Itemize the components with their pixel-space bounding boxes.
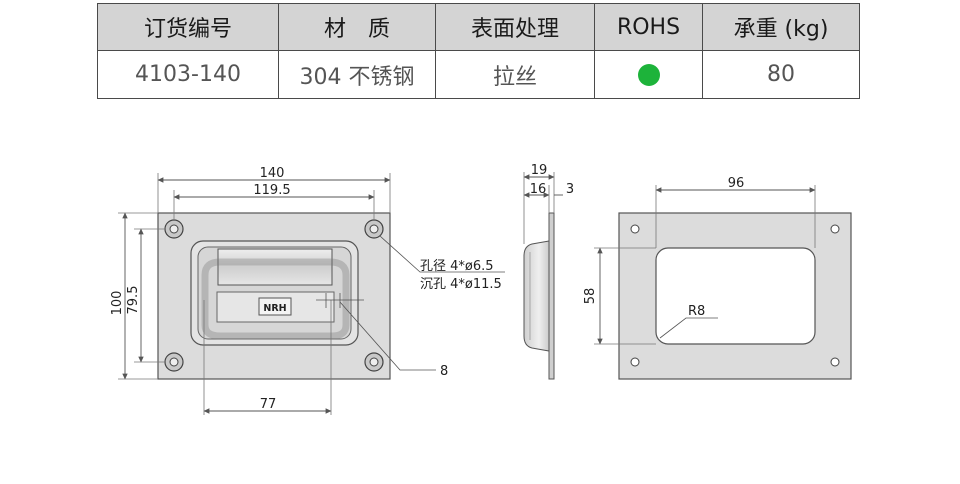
front-view: NRH 140 119.5 100 79.5 77 孔径 4*ø6.5 沉孔 4… bbox=[110, 166, 505, 415]
radius-leader-line bbox=[659, 317, 718, 339]
header-rohs: ROHS bbox=[594, 3, 703, 51]
cutout-opening bbox=[655, 247, 816, 345]
rohs-status-dot-icon bbox=[637, 64, 660, 86]
depth-leader-line bbox=[339, 301, 436, 371]
cell-material: 304 不锈钢 bbox=[278, 50, 436, 99]
cell-order-no: 4103-140 bbox=[97, 50, 279, 99]
dim-depth-note: 8 bbox=[440, 364, 448, 379]
note-countersink: 沉孔 4*ø11.5 bbox=[420, 277, 502, 292]
spec-data-row: 4103-140 304 不锈钢 拉丝 80 bbox=[97, 50, 860, 99]
spec-header-row: 订货编号 材 质 表面处理 ROHS 承重 (kg) bbox=[97, 3, 860, 51]
side-body bbox=[523, 240, 550, 352]
dim-overall-width: 140 bbox=[260, 166, 285, 181]
dim-cutout-width: 96 bbox=[728, 176, 745, 191]
mounting-hole-icon bbox=[364, 352, 384, 372]
mounting-hole-icon bbox=[164, 219, 184, 239]
brand-logo-text: NRH bbox=[263, 303, 286, 314]
dim-side-body: 16 bbox=[530, 182, 547, 197]
dim-cutout-height: 58 bbox=[583, 288, 598, 305]
dim-side-total: 19 bbox=[531, 163, 548, 178]
side-flange bbox=[548, 212, 555, 380]
header-order-no: 订货编号 bbox=[97, 3, 279, 51]
cell-load: 80 bbox=[702, 50, 860, 99]
cell-finish: 拉丝 bbox=[435, 50, 595, 99]
cutout-hole-icon bbox=[830, 357, 840, 367]
dim-side-flange: 3 bbox=[566, 182, 574, 197]
side-view: 19 16 3 bbox=[523, 163, 574, 380]
cutout-hole-icon bbox=[630, 357, 640, 367]
mounting-hole-icon bbox=[364, 219, 384, 239]
cutout-hole-icon bbox=[830, 224, 840, 234]
mounting-hole-icon bbox=[164, 352, 184, 372]
cell-rohs bbox=[594, 50, 703, 99]
note-hole: 孔径 4*ø6.5 bbox=[420, 259, 494, 274]
dim-hole-spacing-h: 79.5 bbox=[126, 286, 141, 315]
dim-bottom: 77 bbox=[260, 397, 277, 412]
brand-logo-icon bbox=[258, 297, 292, 316]
hole-leader-line bbox=[379, 235, 505, 273]
spec-table: 订货编号 材 质 表面处理 ROHS 承重 (kg) 4103-140 304 … bbox=[97, 3, 860, 99]
handle-grip bbox=[201, 258, 350, 340]
cutout-view: 96 58 R8 bbox=[583, 176, 852, 380]
dim-cutout-radius: R8 bbox=[688, 304, 705, 319]
handle-bar bbox=[217, 248, 333, 286]
header-load: 承重 (kg) bbox=[702, 3, 860, 51]
cutout-hole-icon bbox=[630, 224, 640, 234]
dim-hole-spacing-w: 119.5 bbox=[253, 183, 290, 198]
dim-overall-height: 100 bbox=[110, 291, 125, 316]
